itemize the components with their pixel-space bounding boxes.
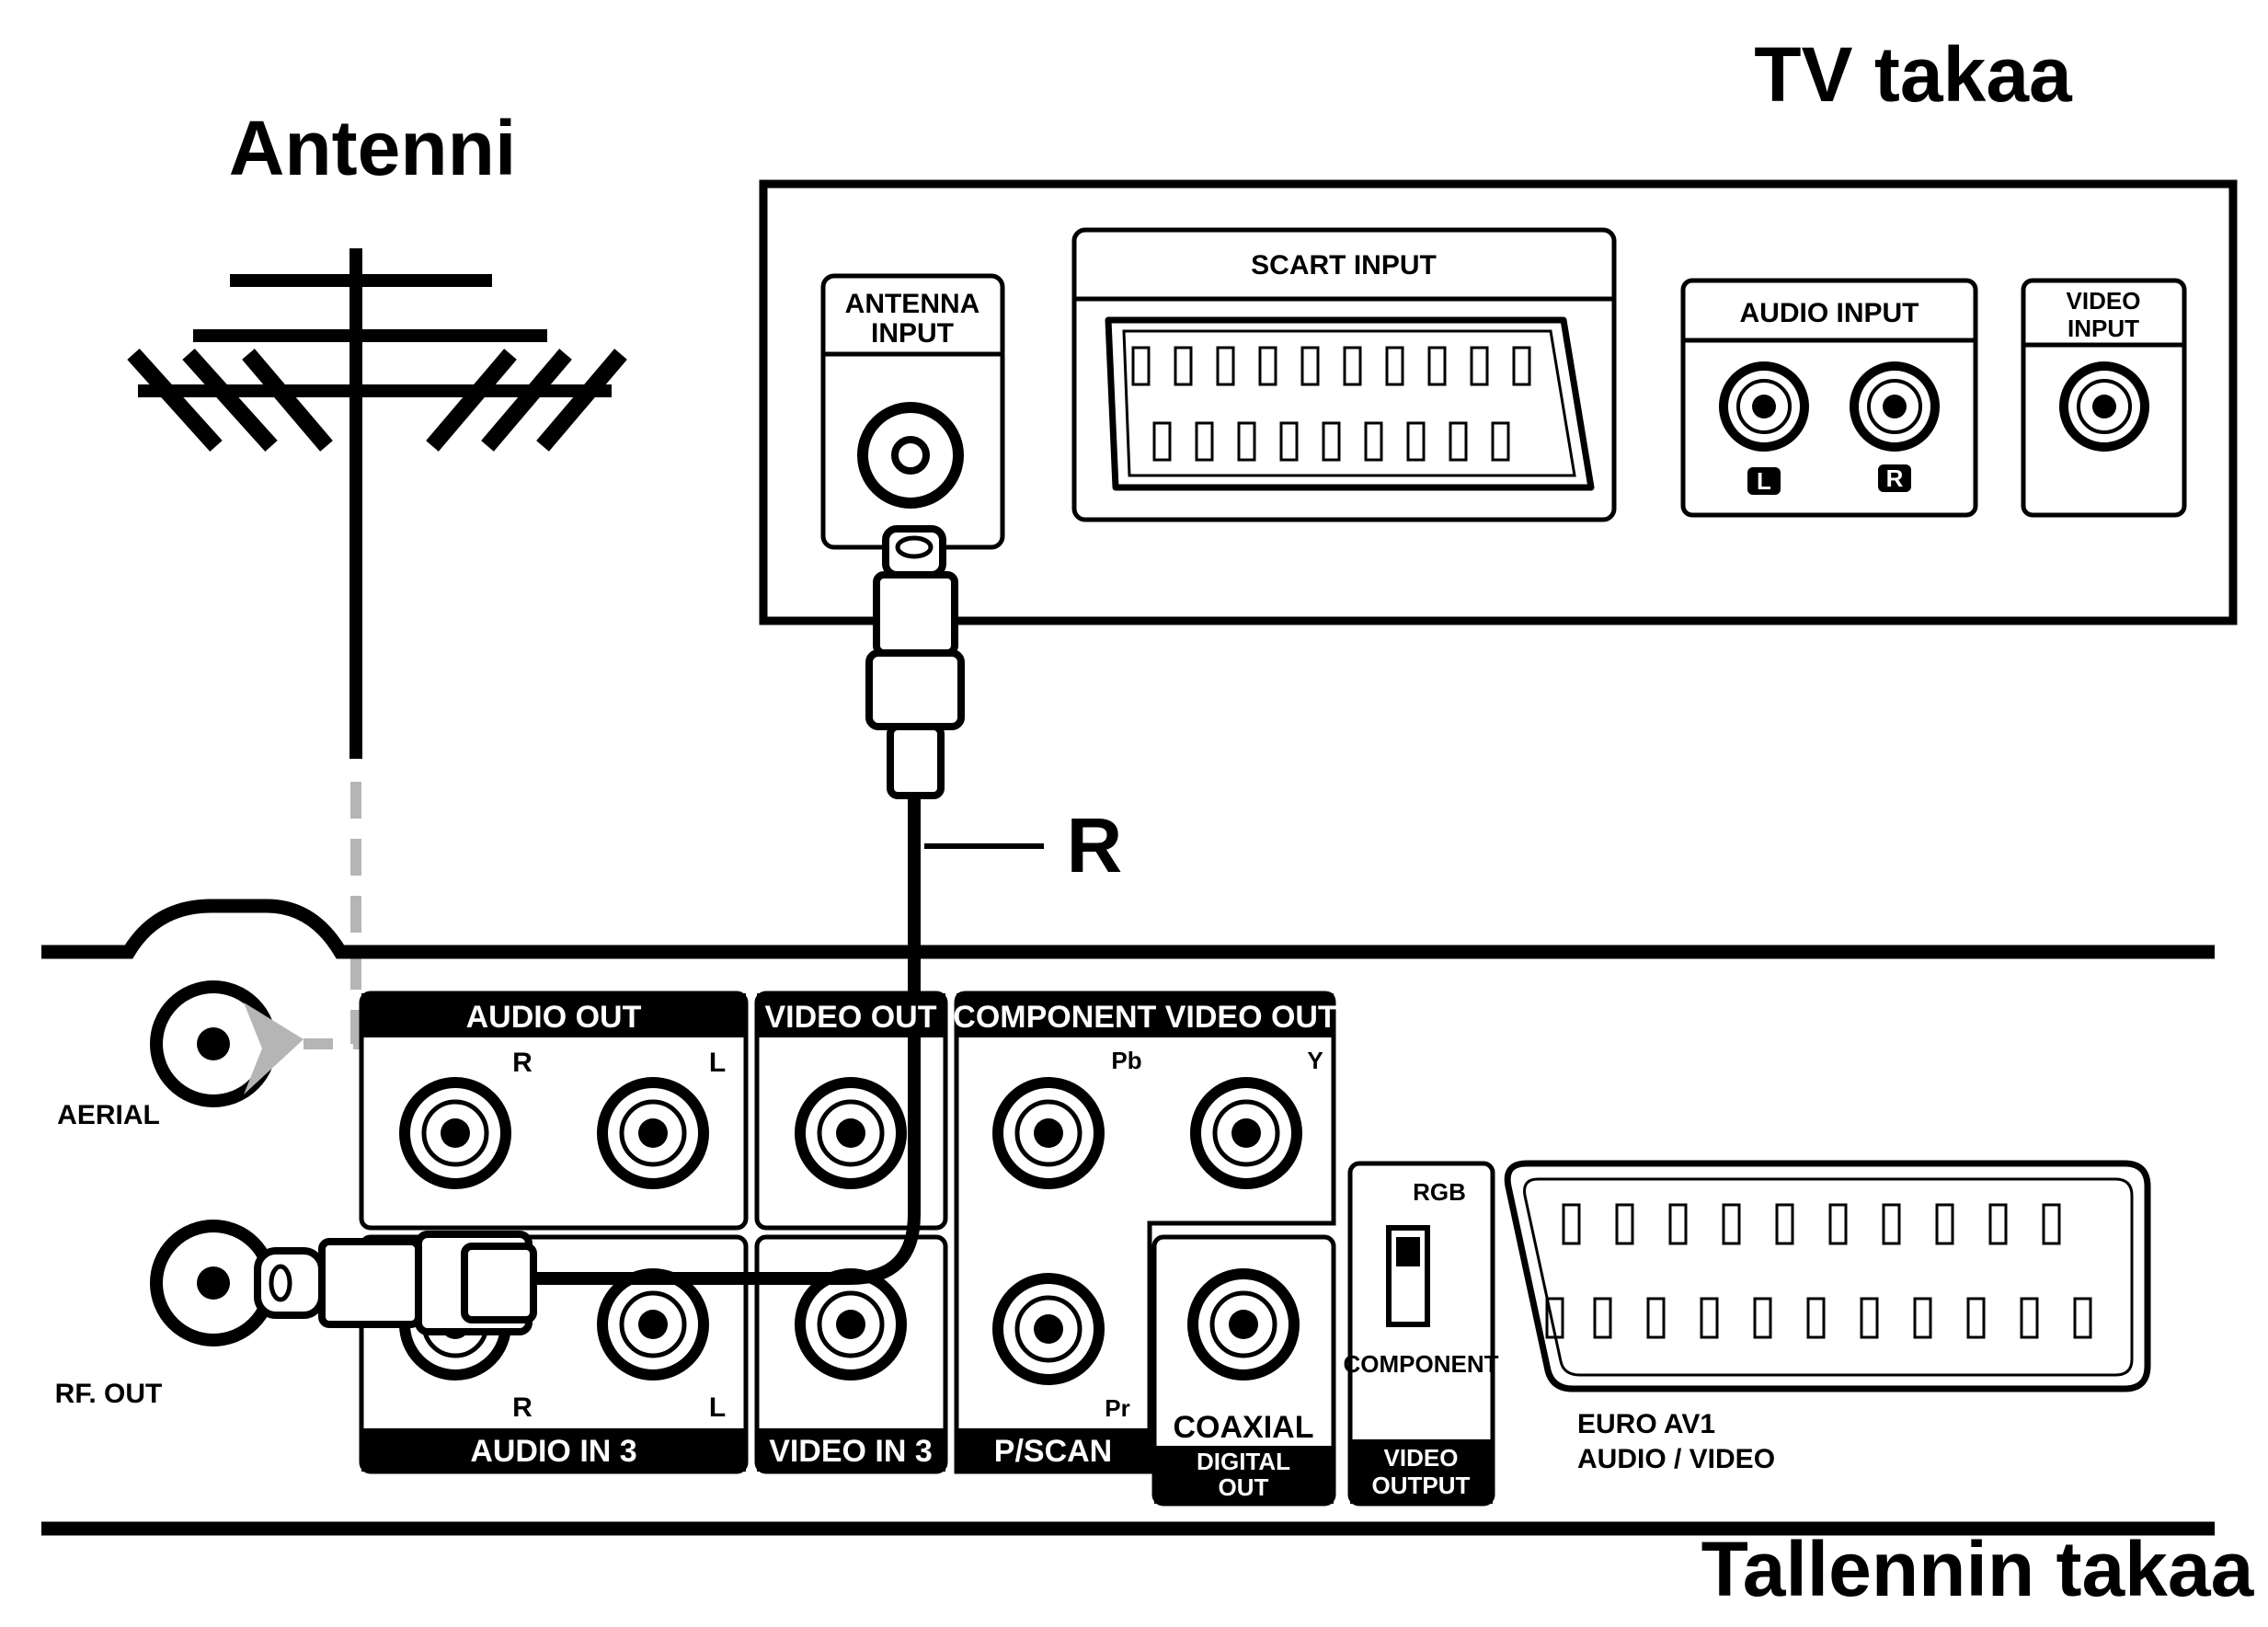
recorder-back-title: Tallennin takaa — [1701, 1526, 2255, 1612]
tv-scart-input: SCART INPUT — [1071, 227, 1617, 522]
pr-label: Pr — [1105, 1394, 1129, 1422]
tv-video-input-label-1: VIDEO — [2067, 287, 2141, 315]
rf-out-label: RF. OUT — [55, 1379, 163, 1409]
component-label: COMPONENT — [1344, 1350, 1499, 1378]
tv-audio-left-label: L — [1757, 467, 1771, 495]
coaxial-label: COAXIAL — [1174, 1410, 1314, 1445]
audio-in-3-label: AUDIO IN 3 — [470, 1434, 636, 1469]
coax-plug-top — [865, 525, 965, 799]
antenna-icon — [127, 248, 627, 759]
euro-av1-label-1: EURO AV1 — [1577, 1409, 1715, 1439]
tv-scart-input-label: SCART INPUT — [1251, 250, 1437, 281]
rf-out-connector: RF. OUT — [55, 1220, 277, 1409]
p-scan-label: P/SCAN — [994, 1434, 1112, 1469]
video-out-label: VIDEO OUT — [764, 1000, 936, 1035]
tv-antenna-input-label-1: ANTENNA — [845, 289, 980, 319]
tv-video-input: VIDEO INPUT — [2021, 278, 2187, 518]
antenna-cable-dashed — [304, 782, 361, 1049]
digital-out-group: COAXIAL DIGITAL OUT — [1151, 1234, 1336, 1507]
audio-out-label: AUDIO OUT — [466, 1000, 642, 1035]
tv-antenna-input: ANTENNA INPUT — [820, 273, 1005, 550]
rgb-label: RGB — [1413, 1178, 1466, 1206]
video-in-3-group: VIDEO IN 3 — [754, 1234, 948, 1474]
tv-back-title: TV takaa — [1754, 31, 2073, 118]
digital-out-label-1: DIGITAL — [1197, 1448, 1290, 1475]
audio-in-l-label: L — [709, 1392, 726, 1423]
video-in-3-label: VIDEO IN 3 — [769, 1434, 933, 1469]
tv-video-input-label-2: INPUT — [2068, 315, 2139, 342]
antenna-title: Antenni — [229, 105, 517, 191]
y-label: Y — [1307, 1047, 1323, 1074]
audio-out-l-label: L — [709, 1048, 726, 1078]
tv-panel — [759, 179, 2238, 625]
digital-out-label-2: OUT — [1219, 1473, 1269, 1501]
component-video-out-label: COMPONENT VIDEO OUT — [953, 1000, 1337, 1035]
pb-label: Pb — [1111, 1047, 1141, 1074]
euro-av1-label-2: AUDIO / VIDEO — [1577, 1444, 1775, 1474]
cable-label: R — [1067, 802, 1123, 888]
audio-in-r-label: R — [512, 1392, 533, 1423]
video-out-group: VIDEO OUT — [754, 991, 948, 1231]
component-video-out-group: COMPONENT VIDEO OUT Pb Y Pr P/SCAN — [953, 991, 1337, 1474]
tv-audio-right-label: R — [1886, 464, 1904, 492]
aerial-label: AERIAL — [57, 1100, 160, 1130]
tv-antenna-input-label-2: INPUT — [871, 318, 954, 349]
audio-out-r-label: R — [512, 1048, 533, 1078]
tv-audio-input: AUDIO INPUT L R — [1680, 278, 1978, 518]
aerial-connector: AERIAL — [57, 980, 304, 1130]
video-output-label-2: OUTPUT — [1372, 1472, 1471, 1499]
audio-out-group: AUDIO OUT R L — [359, 991, 749, 1231]
coax-plug-bottom — [254, 1231, 537, 1335]
tv-audio-input-label: AUDIO INPUT — [1740, 298, 1919, 328]
video-output-switch-group: RGB COMPONENT VIDEO OUTPUT — [1344, 1161, 1499, 1507]
video-output-label-1: VIDEO — [1384, 1444, 1459, 1472]
euro-av1-scart: EURO AV1 AUDIO / VIDEO — [1504, 1160, 2151, 1474]
recorder-top-edge — [41, 899, 2215, 959]
